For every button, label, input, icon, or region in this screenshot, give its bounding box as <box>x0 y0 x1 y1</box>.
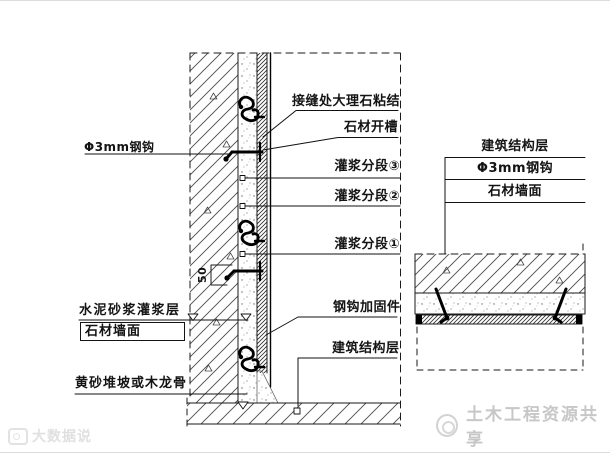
detail-structure-layer <box>415 254 585 293</box>
label-stone-wall-right: 石材墙面 <box>487 184 542 199</box>
watermark-left-text: 大数据说 <box>32 429 92 445</box>
brand-text: 土木工程资源共享 <box>466 405 599 450</box>
watermark-bottom-left: 大数据说 <box>8 426 92 446</box>
label-hook-right: Φ3mm钢钩 <box>476 161 554 176</box>
brand-watermark: 土木工程资源共享 <box>436 400 610 450</box>
label-grout-seg-1: 灌浆分段① <box>334 237 400 252</box>
label-grout-seg-2: 灌浆分段② <box>334 189 400 204</box>
label-hook-left: Φ3mm钢钩 <box>84 140 155 154</box>
leader-lines <box>74 110 586 407</box>
straight-hook-lower <box>224 260 264 282</box>
straight-hook-upper <box>223 141 264 163</box>
plan-detail <box>414 243 586 371</box>
label-cement-grout-layer: 水泥砂浆灌浆层 <box>79 303 181 318</box>
label-joint-marble: 接缝处大理石粘结 <box>292 94 401 109</box>
brand-logo-icon <box>436 413 458 437</box>
label-hook-fastener: 钢钩加固件 <box>333 300 401 315</box>
detail-hooks <box>434 287 568 324</box>
aggregate-symbols <box>203 92 235 372</box>
label-stone-slot: 石材开槽 <box>343 120 398 135</box>
detail-mortar-layer <box>415 293 585 314</box>
label-sand-slope-keel: 黄砂堆坡或木龙骨 <box>75 376 188 391</box>
label-stone-wall-left: 石材墙面 <box>80 322 185 341</box>
label-structure-layer-main: 建筑结构层 <box>332 341 400 356</box>
label-structure-layer-right: 建筑结构层 <box>481 139 549 154</box>
label-grout-seg-3: 灌浆分段③ <box>334 159 400 174</box>
leader-markers <box>187 175 301 415</box>
label-dimension-50: 50 <box>196 266 209 283</box>
stone-panel <box>257 53 267 373</box>
floor-slab <box>186 397 401 427</box>
dimension-50 <box>210 264 233 286</box>
structure-wall-hatch <box>190 53 238 403</box>
sand-pile <box>256 370 279 404</box>
watermark-logo-icon <box>8 427 28 445</box>
